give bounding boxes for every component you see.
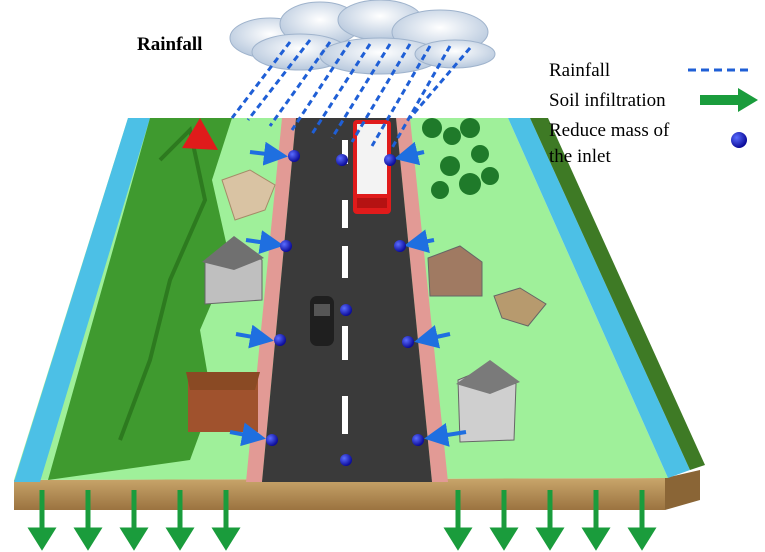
legend-infiltration-label: Soil infiltration: [549, 90, 666, 111]
trees: [422, 118, 499, 199]
legend: Rainfall Soil infiltration Reduce mass o…: [549, 60, 758, 167]
soil-side: [665, 470, 700, 510]
plaza: [221, 169, 276, 221]
river-right: [508, 118, 690, 478]
legend-inlet-dot-icon: [731, 132, 747, 148]
legend-infiltration-arrow-icon: [700, 88, 758, 112]
legend-inlet-label-2: the inlet: [549, 146, 611, 167]
hill-ridge: [118, 125, 208, 441]
rain-cloud: [229, 0, 496, 75]
rain-streaks: [230, 39, 472, 149]
rain-label: Rainfall: [137, 34, 202, 55]
hill: [48, 118, 232, 480]
house-left: [202, 236, 264, 305]
lane-markings: [342, 140, 348, 434]
soil-layer: [14, 478, 665, 510]
inlets: [266, 150, 424, 466]
river-left: [14, 118, 150, 482]
sidewalk-right: [396, 118, 448, 482]
shed-right: [493, 287, 547, 327]
inlet-flow-arrows: [229, 141, 467, 447]
right-hedge: [530, 118, 705, 470]
legend-rainfall-label: Rainfall: [549, 60, 610, 81]
legend-inlet-label-1: Reduce mass of: [549, 120, 670, 141]
bus: [353, 120, 391, 214]
car: [310, 296, 334, 346]
hill-peak: [182, 118, 218, 150]
house-right-1: [427, 245, 483, 297]
shed-left: [186, 372, 260, 432]
sidewalk-left: [246, 118, 296, 482]
infiltration-arrows: [27, 490, 657, 551]
